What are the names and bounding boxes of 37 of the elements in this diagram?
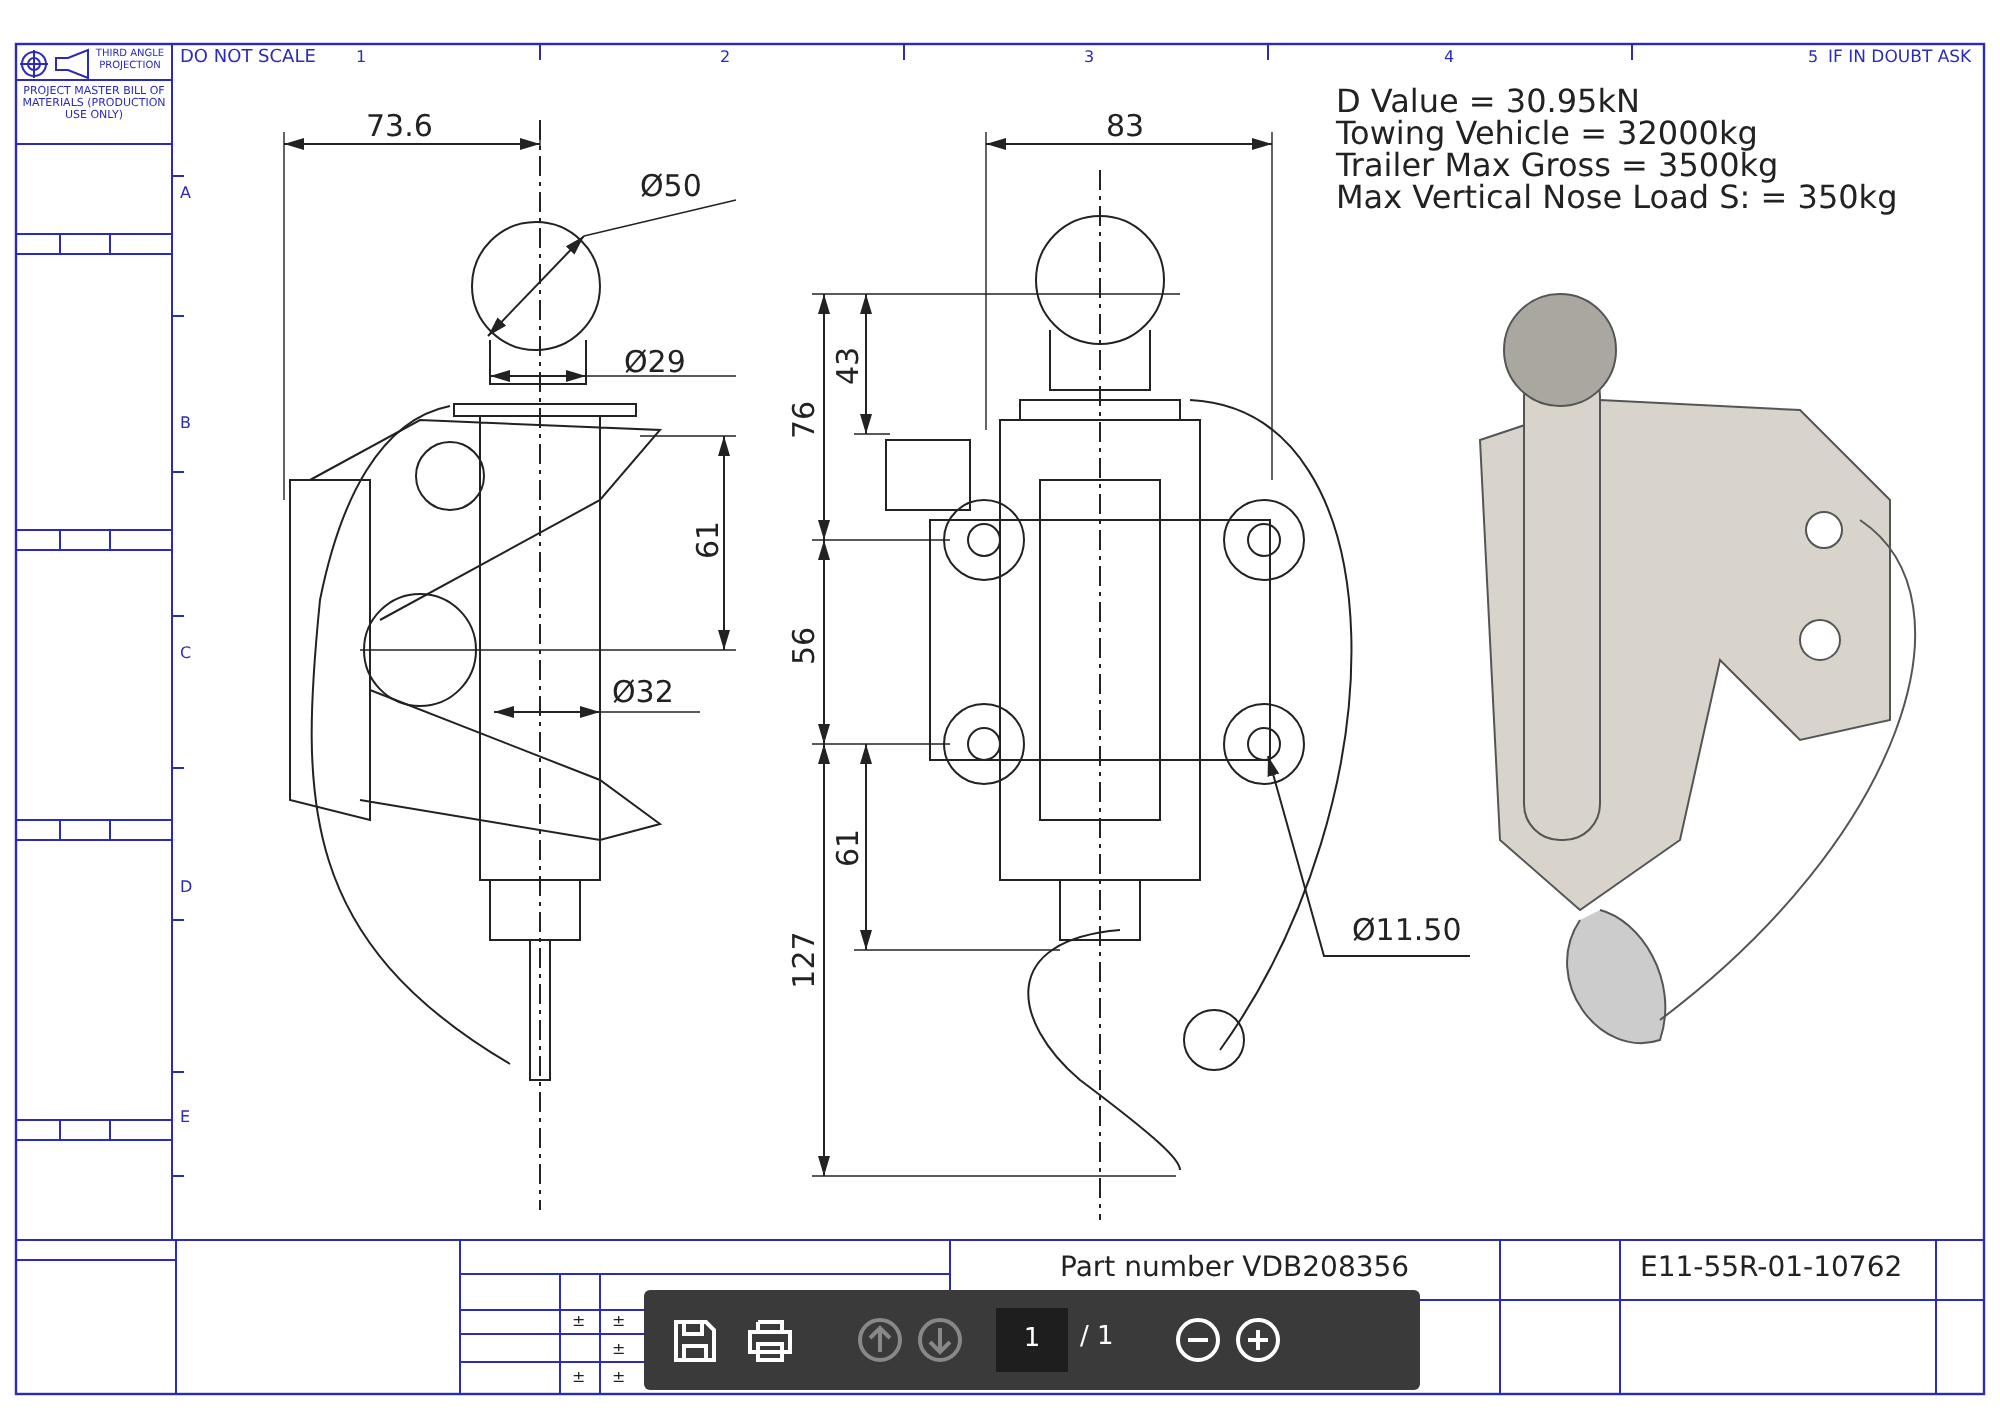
dimension-value: 61 (691, 520, 725, 560)
tolerance-sign: ± (612, 1370, 626, 1388)
dimension-value: Ø32 (612, 676, 674, 709)
grid-reference: A (180, 186, 191, 204)
grid-reference: C (180, 646, 192, 664)
dimension-value: 76 (787, 400, 821, 440)
grid-reference: E (180, 1110, 191, 1128)
tolerance-sign: ± (612, 1314, 626, 1332)
grid-reference: D (180, 880, 193, 898)
dimension-value: Ø29 (624, 346, 686, 379)
grid-reference: 2 (720, 50, 731, 68)
drawing-note: DO NOT SCALE (180, 50, 316, 70)
grid-reference: 1 (356, 50, 367, 68)
specification-note: D Value = 30.95kN (1336, 84, 1640, 120)
drawing-note: IF IN DOUBT ASK (1828, 50, 1972, 69)
grid-reference: 3 (1084, 50, 1095, 68)
tolerance-sign: ± (572, 1314, 586, 1332)
dimension-value: 43 (831, 346, 865, 386)
drawing-number: E11-55R-01-10762 (1640, 1254, 1903, 1285)
grid-reference: B (180, 416, 191, 434)
dimension-value: 83 (1106, 110, 1145, 143)
grid-reference: 5 (1808, 50, 1819, 68)
dimension-value: Ø50 (640, 170, 702, 203)
page-count: / 1 (1080, 1324, 1114, 1353)
specification-note: Towing Vehicle = 32000kg (1336, 116, 1758, 152)
grid-reference: 4 (1444, 50, 1455, 68)
dimension-value: Ø11.50 (1352, 914, 1462, 947)
specification-note: Max Vertical Nose Load S: = 350kg (1336, 180, 1898, 216)
part-number: Part number VDB208356 (1060, 1254, 1410, 1285)
dimension-value: 127 (787, 931, 821, 989)
specification-note: Trailer Max Gross = 3500kg (1336, 148, 1779, 184)
dimension-value: 61 (831, 828, 865, 868)
tolerance-sign: ± (572, 1370, 586, 1388)
dimension-value: 73.6 (366, 110, 433, 143)
tolerance-sign: ± (612, 1342, 626, 1360)
page-number-field: 1 (996, 1308, 1068, 1372)
dimension-value: 56 (787, 626, 821, 666)
